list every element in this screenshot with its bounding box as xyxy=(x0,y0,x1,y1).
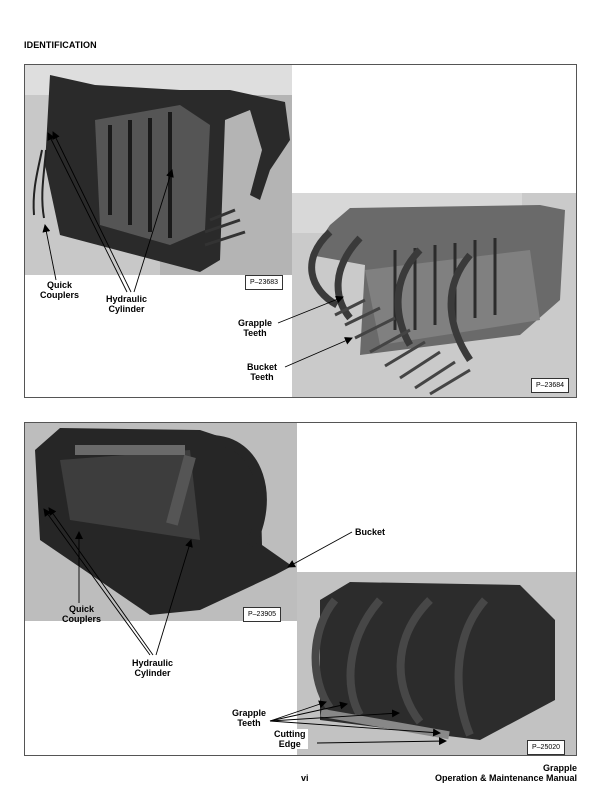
label-hydraulic-cylinder: Hydraulic Cylinder xyxy=(106,294,147,314)
manual-title-line: Operation & Maintenance Manual xyxy=(434,773,577,783)
label-bucket: Bucket xyxy=(355,527,386,537)
section-heading: IDENTIFICATION xyxy=(24,40,97,50)
label-line: Grapple xyxy=(232,708,267,718)
label-line: Couplers xyxy=(40,290,80,300)
label-line: Teeth xyxy=(250,372,274,382)
photo-grapple-front-view xyxy=(292,193,576,397)
label-line: Edge xyxy=(278,739,301,749)
label-line: Quick xyxy=(69,604,95,614)
label-line: Cutting xyxy=(274,729,306,739)
label-bucket-teeth: Bucket Teeth xyxy=(247,362,277,382)
manual-title: Grapple Operation & Maintenance Manual xyxy=(435,763,577,783)
figure-2-frame xyxy=(24,422,577,756)
label-line: Couplers xyxy=(62,614,102,624)
label-cutting-edge: Cutting Edge xyxy=(272,729,308,749)
label-quick-couplers: Quick Couplers xyxy=(62,604,101,624)
label-grapple-teeth: Grapple Teeth xyxy=(232,708,266,728)
label-line: Bucket xyxy=(247,362,278,372)
photo-grapple-bucket-front-view xyxy=(297,572,576,755)
photo-id-right: P–25020 xyxy=(527,740,566,755)
manual-title-line: Grapple xyxy=(542,763,577,773)
label-line: Teeth xyxy=(243,328,267,338)
callout-arrows xyxy=(42,131,447,746)
photo-id-right: P–23684 xyxy=(531,378,570,393)
label-line: Quick xyxy=(47,280,73,290)
page-number: vi xyxy=(301,773,309,783)
photo-id-left: P–23683 xyxy=(245,275,284,290)
label-hydraulic-cylinder: Hydraulic Cylinder xyxy=(132,658,173,678)
label-line: Hydraulic xyxy=(132,658,174,668)
label-line: Grapple xyxy=(238,318,273,328)
label-line: Teeth xyxy=(237,718,261,728)
label-line: Cylinder xyxy=(108,304,145,314)
label-grapple-teeth: Grapple Teeth xyxy=(238,318,272,338)
figure-1-frame xyxy=(24,64,577,398)
photo-grapple-bucket-rear-view xyxy=(25,423,297,621)
label-line: Hydraulic xyxy=(106,294,148,304)
photo-id-left: P–23905 xyxy=(243,607,282,622)
photo-grapple-rear-view xyxy=(25,65,292,275)
label-quick-couplers: Quick Couplers xyxy=(40,280,79,300)
label-line: Cylinder xyxy=(134,668,171,678)
